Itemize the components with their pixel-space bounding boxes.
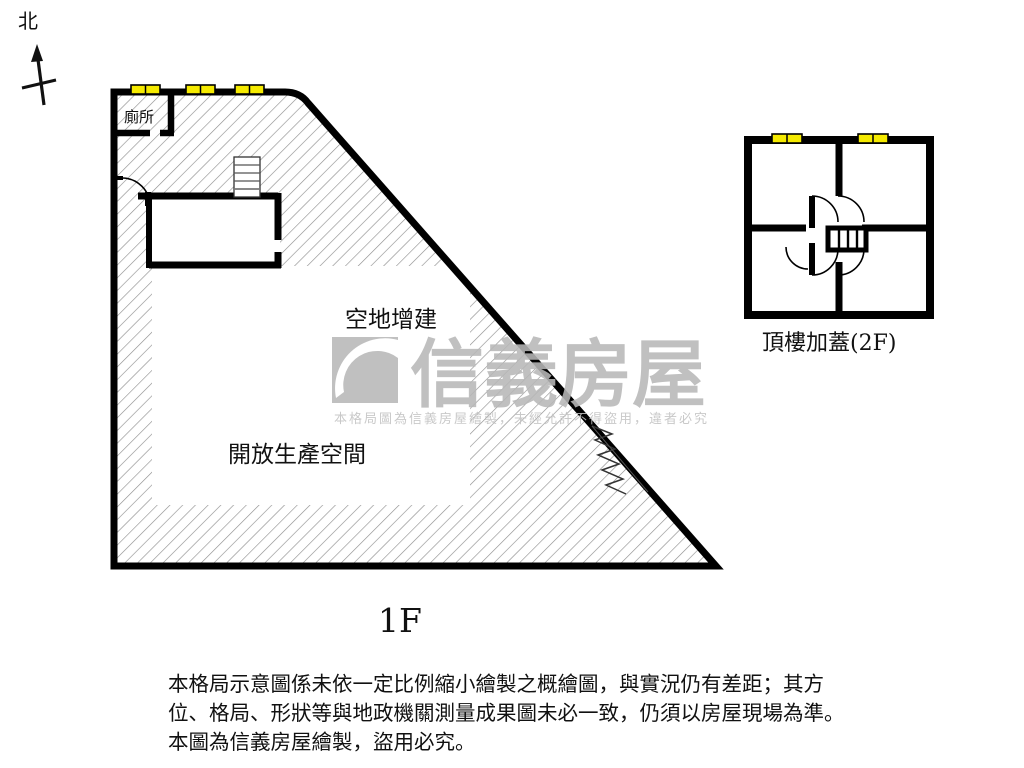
door-swing-upper-right-icon — [837, 195, 865, 223]
window-icon — [130, 84, 161, 95]
staircase-1f-icon — [233, 156, 261, 198]
toilet-room: 廁所 — [117, 94, 175, 137]
door-swing-upper-left-icon — [811, 195, 839, 223]
window-icon — [185, 84, 216, 95]
floor1-title: 1F — [378, 601, 422, 640]
disclaimer-line: 本圖為信義房屋繪製，盜用必究。 — [168, 730, 476, 754]
floor1-open-space-fill — [152, 266, 470, 505]
floor1-windows — [130, 84, 265, 95]
door-swing-lower-right-icon — [837, 248, 865, 276]
staircase-2f-icon — [825, 225, 869, 253]
watermark-brand: 信義房屋 — [410, 332, 706, 418]
disclaimer-line: 位、格局、形狀等與地政機關測量成果圖未必一致，仍須以房屋現場為準。 — [168, 701, 845, 725]
disclaimer-block: 本格局示意圖係未依一定比例縮小繪製之概繪圖，與實況仍有差距；其方 位、格局、形狀… — [168, 672, 845, 754]
floor2-windows — [771, 133, 889, 144]
floor2-plan: 頂樓加蓋(2F) — [744, 133, 934, 356]
window-icon — [771, 133, 803, 144]
open-production-label: 開放生產空間 — [228, 442, 366, 468]
watermark-logo-icon — [332, 337, 398, 403]
toilet-label: 廁所 — [124, 108, 154, 126]
compass-label: 北 — [18, 9, 38, 33]
compass-north-indicator: 北 — [18, 9, 57, 106]
watermark: 信義房屋 本格局圖為信義房屋繪製，未經允許不得盜用，違者必究 — [332, 332, 709, 427]
door-swing-lower-left-icon — [811, 248, 839, 276]
floor1-plan: 廁所 — [110, 84, 724, 640]
door-swing-left-icon — [785, 246, 809, 270]
floor1-room-white-b — [152, 196, 280, 266]
window-icon — [234, 84, 265, 95]
disclaimer-line: 本格局示意圖係未依一定比例縮小繪製之概繪圖，與實況仍有差距；其方 — [168, 672, 824, 696]
window-icon — [857, 133, 889, 144]
floor2-title: 頂樓加蓋(2F) — [762, 331, 896, 356]
entry-door-swing-icon — [117, 176, 151, 207]
watermark-notice: 本格局圖為信義房屋繪製，未經允許不得盜用，違者必究 — [334, 411, 709, 427]
floor1-interior-walls — [138, 192, 282, 269]
north-arrow-icon — [21, 44, 57, 106]
floor2-door-swings — [785, 195, 865, 276]
folding-gate-icon — [591, 425, 649, 495]
floor1-outer-wall — [110, 88, 724, 570]
vacant-extension-label: 空地增建 — [345, 307, 437, 333]
